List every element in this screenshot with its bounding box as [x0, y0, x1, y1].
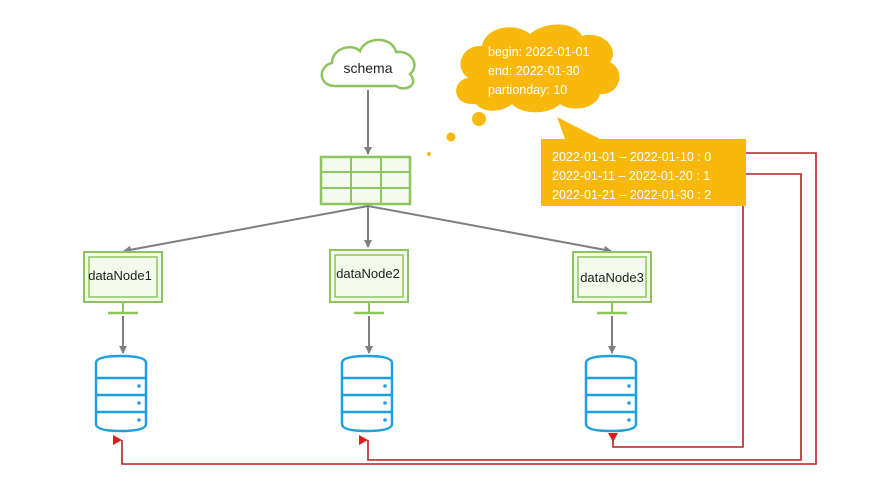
database1-icon	[94, 354, 148, 433]
datanode3-label: dataNode3	[580, 270, 644, 285]
cloud-line-end: end: 2022-01-30	[488, 64, 580, 78]
callout-box	[541, 139, 746, 206]
datanode1-monitor: dataNode1	[83, 251, 163, 315]
datanode1-label: dataNode1	[88, 268, 152, 283]
route-partition2-to-db3	[612, 206, 744, 448]
cloud-line-begin: begin: 2022-01-01	[488, 45, 590, 59]
schema-cloud: schema	[320, 38, 416, 90]
thought-dot-large	[472, 112, 486, 126]
partition-line-0: 2022-01-01 – 2022-01-10 : 0	[552, 150, 711, 164]
partition-callout: 2022-01-01 – 2022-01-10 : 0 2022-01-11 –…	[541, 117, 746, 206]
database3-icon	[584, 354, 638, 433]
route-partition2-arrowhead	[608, 433, 618, 442]
arrow-table-to-node1	[123, 205, 369, 254]
database2-icon	[340, 354, 394, 433]
callout-pointer	[557, 117, 600, 139]
datanode2-label: dataNode2	[336, 266, 400, 281]
orange-cloud-shape-icon	[456, 24, 620, 113]
datanode3-monitor: dataNode3	[572, 251, 652, 315]
thought-dot-mid	[446, 132, 456, 142]
partition-line-2: 2022-01-21 – 2022-01-30 : 2	[552, 188, 711, 202]
route-partition0-to-db1	[113, 152, 817, 465]
datanode2-monitor: dataNode2	[329, 249, 409, 315]
partition-line-1: 2022-01-11 – 2022-01-20 : 1	[552, 169, 710, 183]
arrow-table-to-node3	[367, 205, 612, 254]
thought-dot-small	[427, 152, 431, 156]
cloud-shape-icon	[320, 38, 416, 90]
schema-label: schema	[343, 60, 392, 76]
cloud-line-partionday: partionday: 10	[488, 83, 567, 97]
table-icon	[319, 155, 412, 206]
route-partition1-to-db2	[359, 173, 802, 461]
partition-config-cloud: begin: 2022-01-01 end: 2022-01-30 partio…	[456, 24, 620, 113]
